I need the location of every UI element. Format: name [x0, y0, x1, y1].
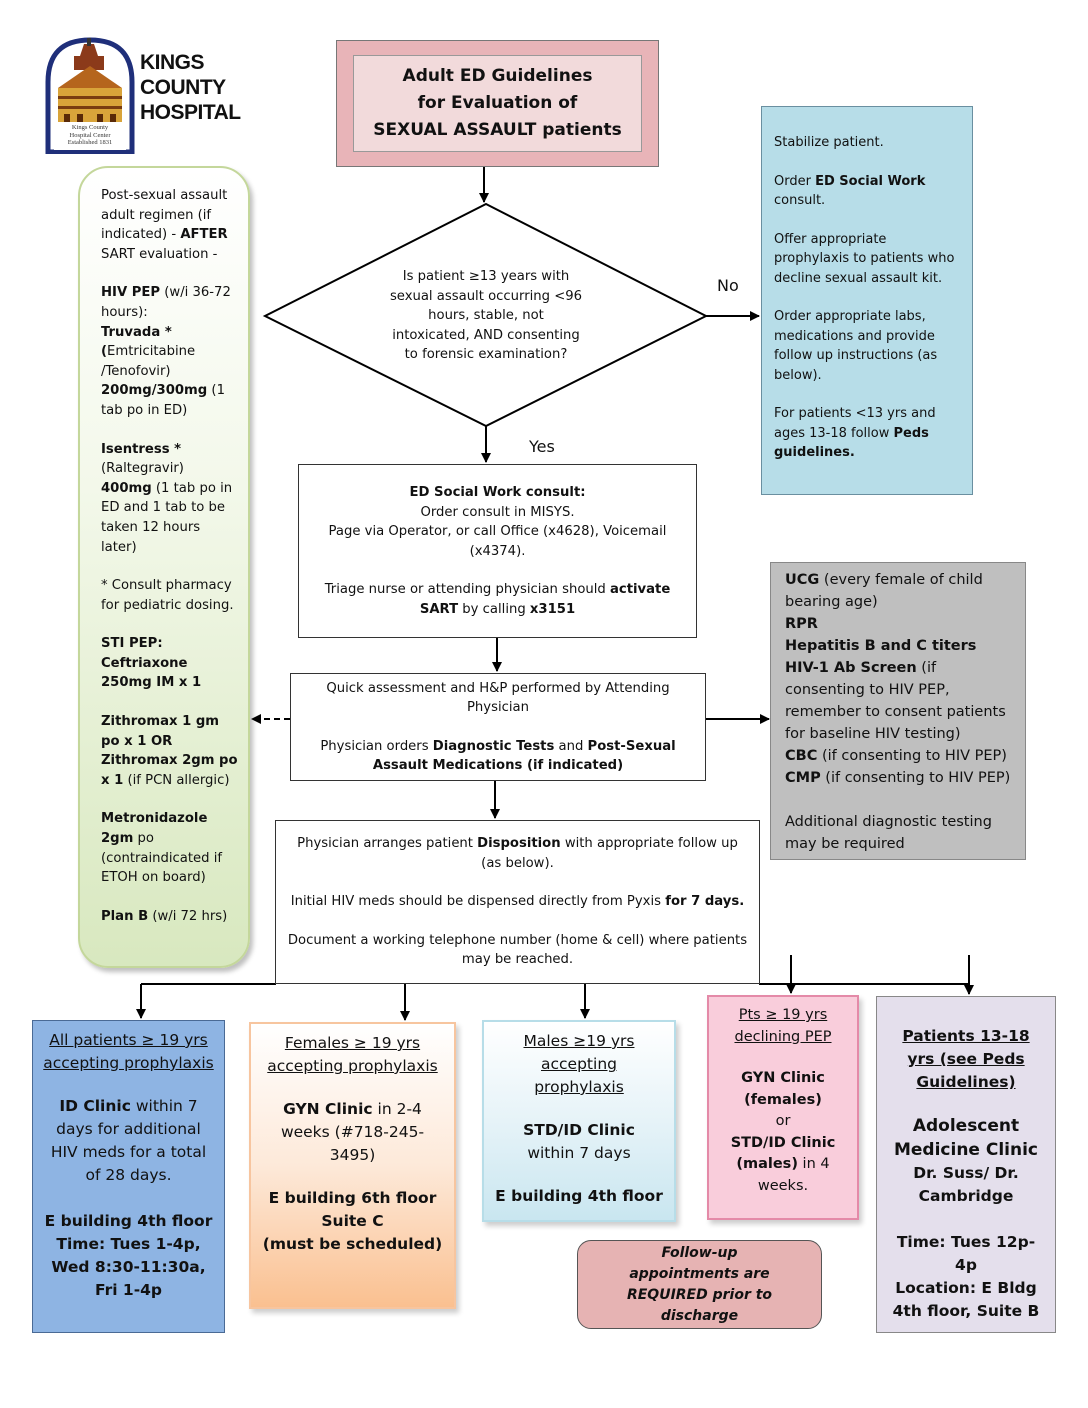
- followup-std-clinic: Males ≥19 yrs accepting prophylaxis STD/…: [482, 1020, 676, 1222]
- disposition-box: Physician arranges patient Disposition w…: [275, 820, 760, 984]
- decision-question: Is patient ≥13 years with sexual assault…: [389, 269, 583, 362]
- assessment-box: Quick assessment and H&P performed by At…: [290, 673, 706, 781]
- no-path-box: Stabilize patient. Order ED Social Work …: [761, 106, 973, 495]
- followup-gyn-clinic: Females ≥ 19 yrs accepting prophylaxis G…: [249, 1022, 456, 1309]
- followup-peds-clinic: Patients 13-18 yrs (see Peds Guidelines)…: [876, 996, 1056, 1333]
- regimen-panel: Post-sexual assault adult regimen (if in…: [78, 166, 250, 968]
- followup-declining-pep: Pts ≥ 19 yrs declining PEP GYN Clinic (f…: [707, 995, 859, 1220]
- logo-wordmark: KINGS COUNTY HOSPITAL: [140, 51, 241, 124]
- page-title: Adult ED Guidelines for Evaluation of SE…: [353, 55, 642, 152]
- social-work-box: ED Social Work consult: Order consult in…: [298, 464, 697, 638]
- followup-reminder: Follow-up appointments are REQUIRED prio…: [577, 1240, 822, 1329]
- yes-label: Yes: [529, 437, 555, 456]
- diagnostic-tests-box: UCG (every female of child bearing age) …: [770, 562, 1026, 860]
- title-frame: Adult ED Guidelines for Evaluation of SE…: [336, 40, 659, 167]
- followup-id-clinic: All patients ≥ 19 yrs accepting prophyla…: [32, 1020, 225, 1333]
- no-label: No: [717, 276, 739, 295]
- hospital-seal-icon: [45, 37, 135, 154]
